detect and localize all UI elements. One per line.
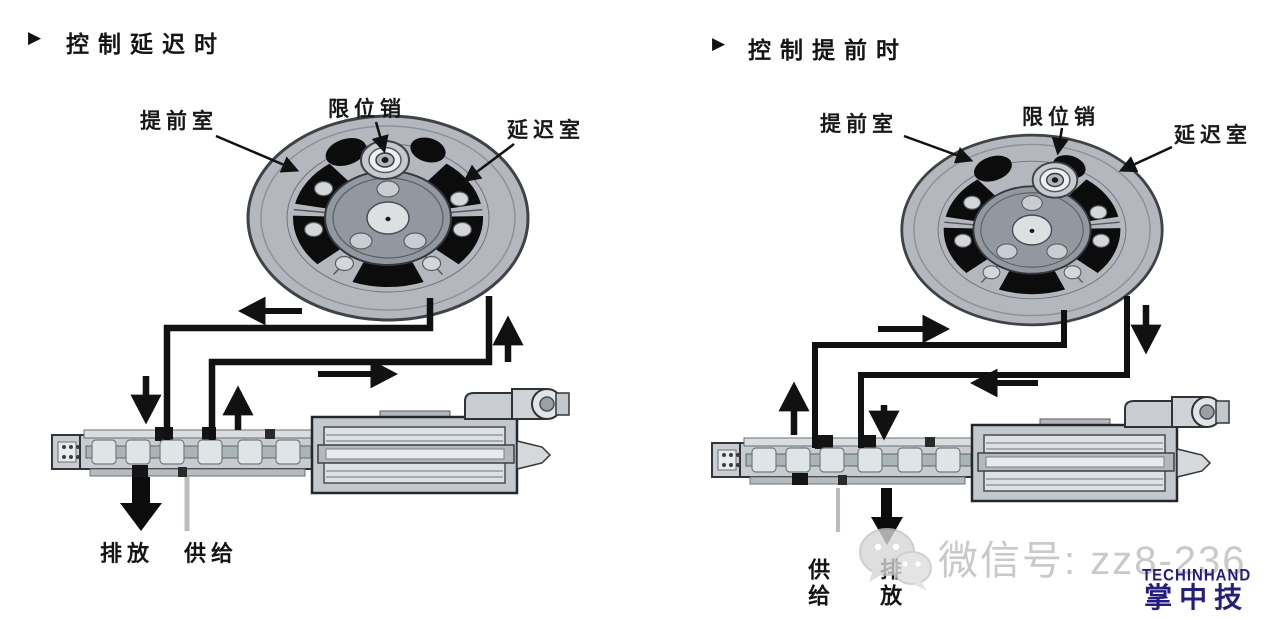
right-advance-chamber-label: 提前室 [820, 112, 898, 136]
left-valve-illustration [50, 387, 571, 495]
right-panel-title: 控制提前时 [748, 38, 908, 63]
right-phaser-illustration [900, 133, 1164, 327]
left-phaser-illustration [246, 114, 530, 322]
triangle-bullet-icon: ▶ [712, 34, 726, 54]
right-flow-arrows [778, 305, 1162, 441]
wechat-icon [859, 528, 932, 591]
logo-line2: 掌中技 [1144, 582, 1250, 613]
left-callout-lines [215, 121, 515, 183]
right-retard-chamber-label: 延迟室 [1174, 123, 1252, 147]
right-valve-illustration [710, 395, 1231, 503]
logo-line1: TECHINHAND [1142, 566, 1252, 585]
left-oil-pipes [163, 296, 493, 440]
techinhand-logo: TECHINHAND 掌中技 [1142, 566, 1252, 613]
right-lock-pin-label: 限位销 [1022, 105, 1100, 129]
left-drain-arrow [120, 477, 162, 531]
left-flow-arrows [130, 296, 524, 430]
left-panel-title: 控制延迟时 [66, 32, 226, 57]
left-retard-chamber-label: 延迟室 [507, 118, 585, 142]
left-lock-pin-label: 限位销 [328, 97, 406, 121]
left-supply-label: 供给 [184, 541, 239, 566]
right-callout-lines [903, 127, 1173, 173]
watermark-text: 微信号: zz8-236 [938, 539, 1247, 583]
right-supply-label: 供给 [805, 558, 831, 610]
left-advance-chamber-label: 提前室 [140, 109, 218, 133]
left-drain-label: 排放 [100, 541, 155, 566]
triangle-bullet-icon: ▶ [28, 28, 42, 48]
